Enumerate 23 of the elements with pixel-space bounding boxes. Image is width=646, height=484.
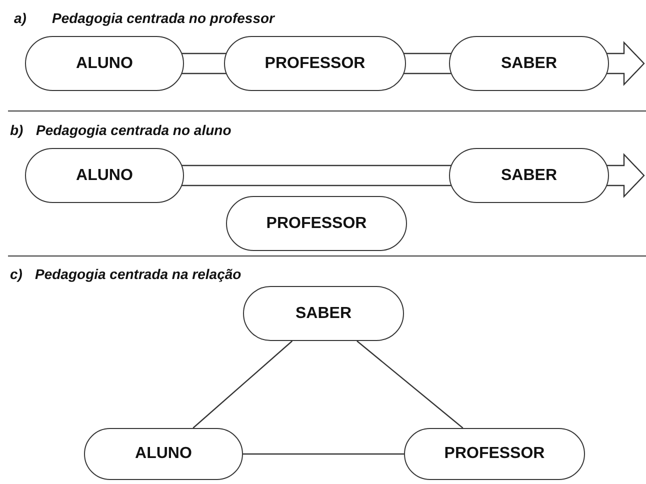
panel-heading: Pedagogia centrada no aluno <box>36 122 232 138</box>
panel-heading: Pedagogia centrada no professor <box>52 10 274 26</box>
band-connector <box>403 52 452 74</box>
band-connector <box>181 52 227 74</box>
block-arrow <box>605 153 645 198</box>
rounded-node: ALUNO <box>25 36 184 91</box>
panel-letter: c) <box>10 266 22 282</box>
rounded-node: PROFESSOR <box>224 36 406 91</box>
panel-heading: Pedagogia centrada na relação <box>35 266 242 282</box>
band-connector <box>181 164 452 186</box>
rounded-node: SABER <box>243 286 404 341</box>
panel-letter: b) <box>10 122 24 138</box>
rounded-node: PROFESSOR <box>226 196 407 251</box>
connector-line <box>243 453 404 455</box>
rounded-node: ALUNO <box>25 148 184 203</box>
rounded-node: ALUNO <box>84 428 243 480</box>
block-arrow <box>605 41 645 86</box>
connector-line <box>192 340 293 428</box>
rounded-node: PROFESSOR <box>404 428 585 480</box>
panel-letter: a) <box>14 10 26 26</box>
rounded-node: SABER <box>449 148 609 203</box>
rounded-node: SABER <box>449 36 609 91</box>
connector-line <box>356 340 464 428</box>
